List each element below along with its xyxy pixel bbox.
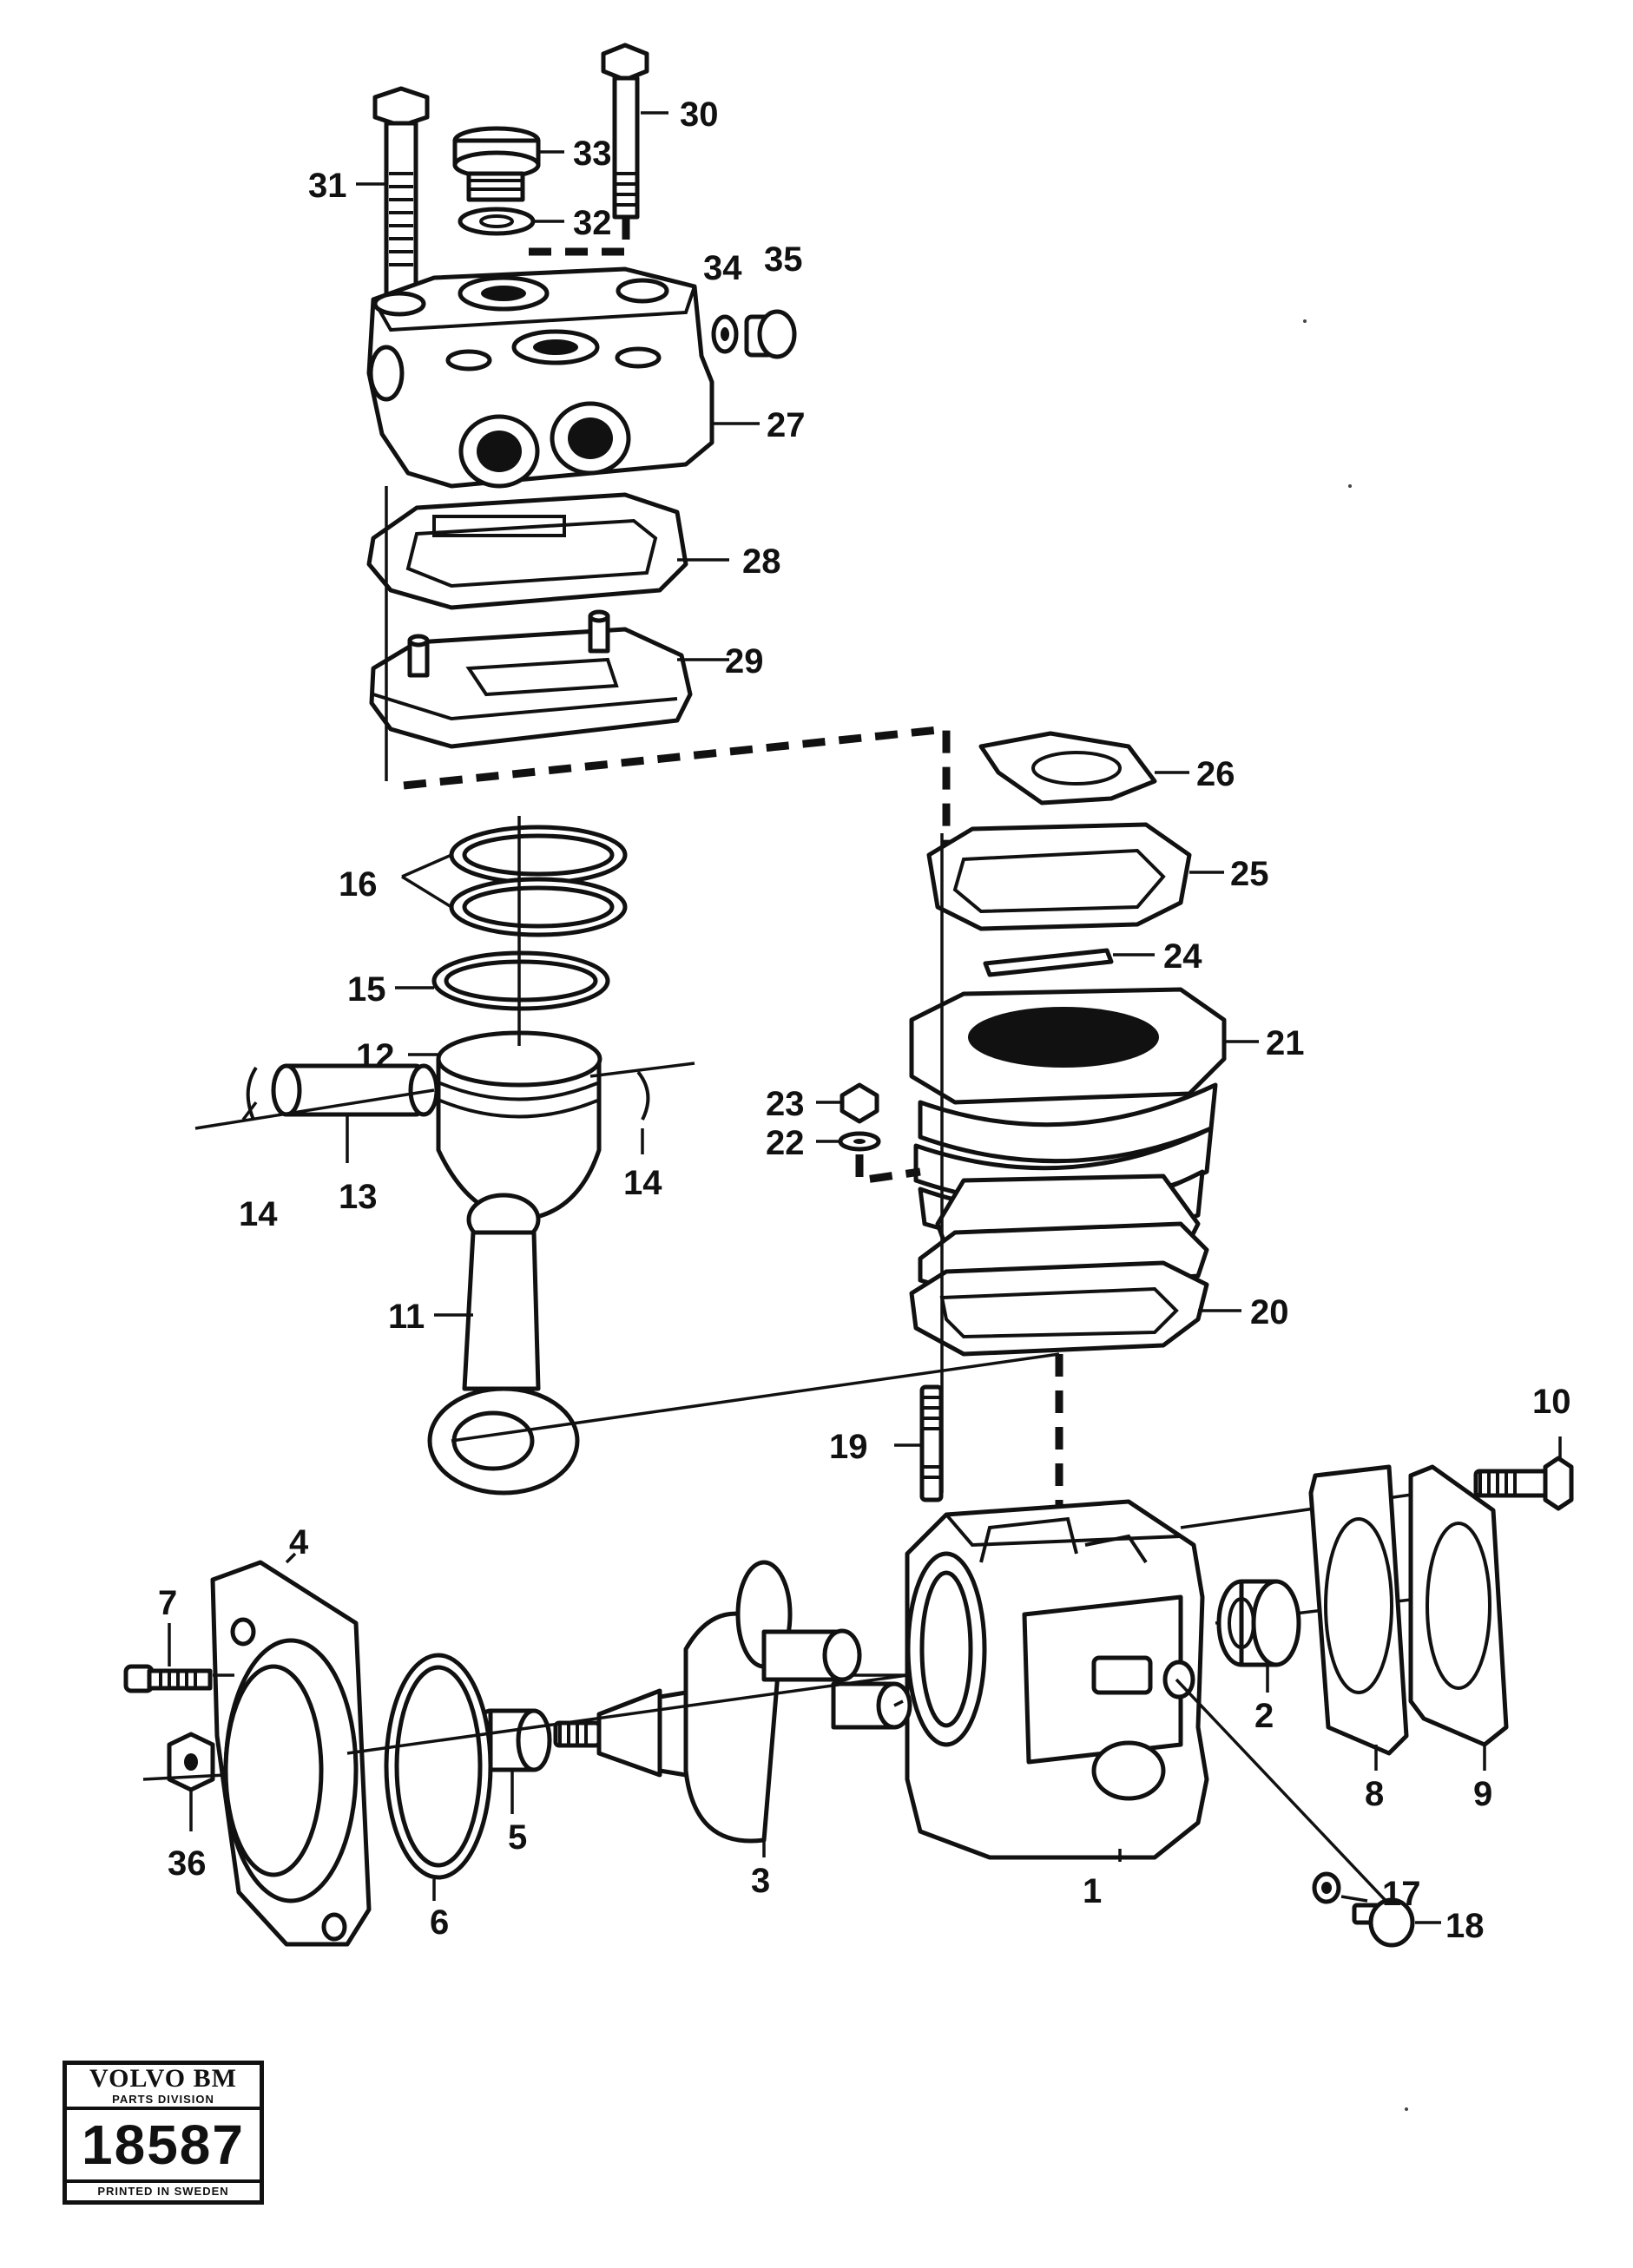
volvo-bm-parts-stamp: VOLVO BM PARTS DIVISION 18587 PRINTED IN… [63, 2061, 264, 2205]
bolt-30-path [521, 217, 630, 256]
bolt-30 [601, 43, 649, 220]
callout-18: 18 [1445, 1907, 1485, 1945]
o-ring-6 [384, 1653, 493, 1880]
circlip-14-right [636, 1070, 650, 1121]
piston-ring-15 [431, 950, 610, 1011]
callouts: 1 2 3 4 5 6 7 8 9 10 11 12 13 14 14 15 1… [158, 95, 1571, 1945]
piston-pin-axis [194, 1062, 695, 1130]
washer-32 [458, 207, 536, 236]
callout-3: 3 [751, 1862, 770, 1900]
crankshaft-centerline [142, 1673, 908, 1781]
callout-20: 20 [1250, 1293, 1289, 1331]
callout-15: 15 [347, 970, 386, 1009]
washer-34 [711, 314, 739, 354]
callout-17: 17 [1382, 1875, 1421, 1913]
callout-14a: 14 [239, 1195, 278, 1233]
callout-28: 28 [742, 542, 781, 581]
callout-24: 24 [1163, 937, 1202, 976]
stud-path [855, 1154, 921, 1186]
end-cover-4 [210, 1560, 372, 1947]
callout-1: 1 [1083, 1872, 1102, 1910]
nut-23 [840, 1082, 879, 1124]
plug-35 [744, 309, 797, 359]
callout-6: 6 [430, 1903, 449, 1942]
callout-36: 36 [168, 1844, 207, 1883]
callout-31: 31 [308, 167, 347, 205]
callout-34: 34 [703, 249, 742, 287]
cylinder-head-27 [366, 266, 714, 489]
stud-19 [919, 1384, 944, 1502]
reed-24 [983, 948, 1114, 977]
gasket-8 [1308, 1464, 1409, 1756]
stamp-division: PARTS DIVISION [67, 2093, 260, 2110]
callout-10: 10 [1532, 1383, 1571, 1421]
nut-36 [167, 1732, 215, 1792]
gasket-26 [978, 731, 1157, 805]
crankshaft-axis-b [893, 1699, 904, 1707]
leader-lines [168, 111, 1562, 1924]
callout-23: 23 [766, 1085, 805, 1123]
callout-22: 22 [766, 1124, 805, 1162]
callout-13: 13 [339, 1178, 378, 1216]
gasket-25 [926, 822, 1192, 931]
piston-rings-16 [449, 825, 628, 937]
callout-14b: 14 [623, 1164, 662, 1202]
callout-33: 33 [573, 135, 612, 173]
plug-33 [452, 126, 541, 202]
connecting-rod-11 [427, 1193, 580, 1496]
crankcase-1 [905, 1499, 1209, 1860]
screw-10 [1473, 1456, 1574, 1511]
cylinder-21 [909, 987, 1227, 1296]
callout-27: 27 [767, 406, 806, 444]
piston-12 [436, 1030, 602, 1222]
callout-9: 9 [1473, 1775, 1492, 1813]
screw-18-axis [1175, 1678, 1408, 1924]
washer-17 [1312, 1871, 1341, 1904]
callout-25: 25 [1230, 855, 1269, 893]
callout-19: 19 [829, 1428, 868, 1466]
callout-26: 26 [1196, 755, 1235, 793]
callout-30: 30 [680, 95, 719, 134]
callout-35: 35 [764, 240, 803, 279]
stamp-drawing-number: 18587 [67, 2110, 260, 2183]
callout-32: 32 [573, 204, 612, 242]
stamp-printed: PRINTED IN SWEDEN [97, 2185, 229, 2198]
callout-7: 7 [158, 1584, 177, 1622]
callout-2: 2 [1254, 1697, 1274, 1735]
callout-29: 29 [725, 642, 764, 680]
gasket-20 [909, 1260, 1209, 1357]
stamp-brand: VOLVO BM [89, 2064, 237, 2093]
piston-pin-13 [271, 1063, 439, 1117]
cover-9 [1408, 1464, 1509, 1747]
print-specks [1303, 319, 1408, 2111]
callout-21: 21 [1266, 1024, 1305, 1062]
crankshaft-3 [553, 1560, 912, 1844]
callout-8: 8 [1365, 1775, 1384, 1813]
callout-12: 12 [356, 1037, 395, 1075]
gasket-28 [366, 492, 688, 610]
bearing-2 [1216, 1579, 1301, 1667]
bolt-7 [123, 1664, 213, 1693]
callout-5: 5 [508, 1818, 527, 1857]
bolt-31 [372, 86, 430, 308]
circlip-14-left [246, 1066, 258, 1121]
rod-to-crank-axis [451, 1352, 1060, 1443]
callout-11: 11 [388, 1298, 425, 1336]
head-to-cylinder-path [403, 725, 951, 859]
screw-18 [1352, 1897, 1415, 1948]
callout-16: 16 [339, 865, 378, 904]
washer-22 [838, 1131, 881, 1152]
callout-4: 4 [289, 1523, 309, 1561]
valve-plate-29 [369, 609, 693, 749]
